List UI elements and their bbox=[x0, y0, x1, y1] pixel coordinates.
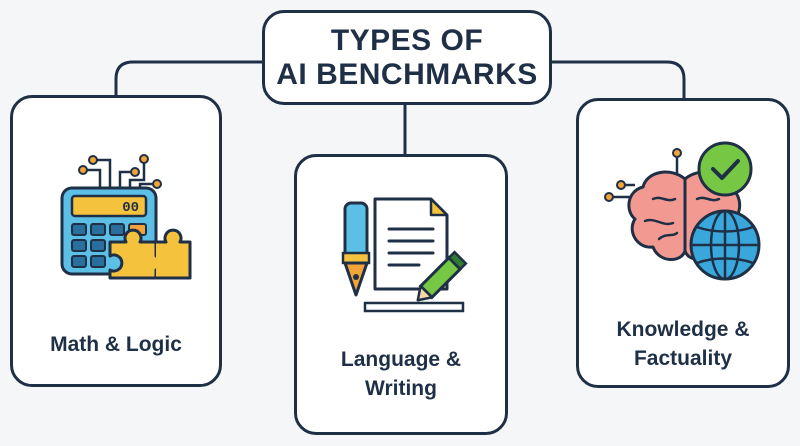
category-card-math-logic: 00 Math & Logic bbox=[10, 95, 222, 387]
calculator-puzzle-icon: 00 bbox=[60, 154, 192, 280]
svg-text:00: 00 bbox=[122, 200, 139, 216]
category-card-language-writing: Language & Writing bbox=[294, 154, 508, 435]
connector-right bbox=[552, 60, 686, 99]
category-label-line-1: Knowledge & bbox=[616, 318, 750, 341]
category-label-line-2: Writing bbox=[365, 377, 437, 400]
connector-left bbox=[114, 60, 262, 96]
category-card-knowledge-factuality: Knowledge & Factuality bbox=[576, 98, 790, 388]
title-line-2: AI BENCHMARKS bbox=[276, 57, 538, 91]
title-box: TYPES OF AI BENCHMARKS bbox=[262, 10, 552, 105]
category-label-line-2: Factuality bbox=[633, 347, 733, 370]
pen-document-icon bbox=[341, 197, 468, 313]
category-label-line-1: Language & bbox=[340, 348, 462, 371]
brain-globe-check-icon bbox=[604, 141, 761, 281]
category-label: Math & Logic bbox=[50, 333, 182, 356]
title-line-1: TYPES OF bbox=[330, 23, 484, 57]
